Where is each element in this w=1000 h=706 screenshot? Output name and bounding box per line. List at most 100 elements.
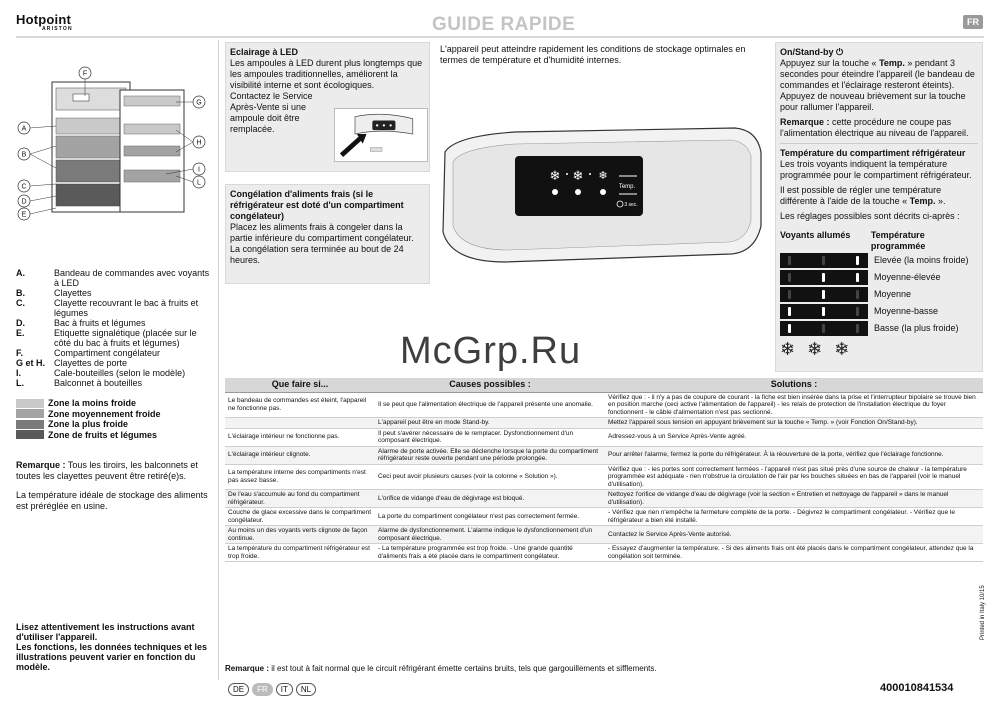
indicator-led bbox=[788, 272, 791, 282]
language-selector: DE FR IT NL bbox=[228, 683, 317, 696]
section-title: Eclairage à LED bbox=[230, 47, 299, 57]
settings-row: Basse (la plus froide) bbox=[780, 320, 978, 336]
table-cell: Contactez le Service Après-Vente autoris… bbox=[605, 525, 983, 544]
table-cell: L'éclairage intérieur ne fonctionne pas. bbox=[225, 428, 375, 447]
table-row: Au moins un des voyants verts clignote d… bbox=[225, 525, 983, 544]
indicator-lights bbox=[780, 286, 868, 302]
table-cell: La température interne des compartiments… bbox=[225, 464, 375, 490]
header-divider bbox=[16, 36, 984, 38]
table-cell: Alarme de dysfonctionnement. L'alarme in… bbox=[375, 525, 605, 544]
indicator-led bbox=[822, 255, 825, 265]
onstandby-title: On/Stand-by ⏻ bbox=[780, 47, 844, 57]
column-header: Solutions : bbox=[605, 378, 983, 393]
table-cell: Alarme de porte activée. Elle se déclenc… bbox=[375, 446, 605, 465]
list-item: F.Compartiment congélateur bbox=[16, 348, 161, 358]
table-cell: Nettoyez l'orifice de vidange d'eau de d… bbox=[605, 489, 983, 508]
table-cell: L'orifice de vidange d'eau de dégivrage … bbox=[375, 489, 605, 508]
table-cell: Le bandeau de commandes est éteint, l'ap… bbox=[225, 392, 375, 418]
indicator-led bbox=[856, 306, 859, 316]
table-cell: De l'eau s'accumule au fond du compartim… bbox=[225, 489, 375, 508]
right-info-box: On/Stand-by ⏻ Appuyez sur la touche « Te… bbox=[775, 42, 983, 372]
diagram-label: H bbox=[196, 140, 201, 147]
list-item: L.Balconnet à bouteilles bbox=[16, 378, 143, 388]
diagram-label: G bbox=[196, 100, 201, 107]
indicator-led bbox=[856, 255, 859, 265]
settings-row: Elevée (la moins froide) bbox=[780, 252, 978, 268]
indicator-led bbox=[822, 272, 825, 282]
noise-remark: Remarque : il est tout à fait normal que… bbox=[225, 664, 657, 673]
indicator-lights bbox=[780, 269, 868, 285]
language-pill: FR bbox=[252, 683, 273, 696]
indicator-lights bbox=[780, 303, 868, 319]
indicator-led bbox=[788, 323, 791, 333]
zone-swatch bbox=[16, 409, 44, 418]
diagram-label: A bbox=[22, 126, 27, 133]
snowflake-icon: ❄ bbox=[834, 339, 850, 359]
list-item: C.Clayette recouvrant le bac à fruits et… bbox=[16, 298, 199, 318]
table-cell: Pour arrêter l'alarme, fermez la porte d… bbox=[605, 446, 983, 465]
table-cell: Au moins un des voyants verts clignote d… bbox=[225, 525, 375, 544]
table-cell: Vérifiez que : - il n'y a pas de coupure… bbox=[605, 392, 983, 418]
indicator-led bbox=[788, 255, 791, 265]
zone-legend: Zone la moins froide Zone moyennement fr… bbox=[16, 398, 161, 440]
diagram-label: I bbox=[198, 167, 200, 174]
led-lamp-illustration bbox=[334, 108, 428, 162]
fridge-temp-title: Température du compartiment réfrigérateu… bbox=[780, 148, 966, 158]
indicator-lights bbox=[780, 252, 868, 268]
diagram-label: L bbox=[197, 180, 201, 187]
snowflake-icon: ❄ bbox=[807, 339, 823, 359]
settings-row: Moyenne bbox=[780, 286, 978, 302]
section-title: Congélation d'aliments frais (si le réfr… bbox=[230, 189, 404, 221]
control-panel-illustration: ❄ ❄ ❄ Temp. 3 sec. bbox=[442, 127, 762, 263]
document-code: 400010841534 bbox=[880, 682, 954, 694]
table-row: L'appareil peut être en mode Stand-by.Me… bbox=[225, 417, 983, 429]
power-icon bbox=[616, 200, 624, 208]
zone-item: Zone la moins froide bbox=[16, 398, 161, 408]
settings-label: Elevée (la moins froide) bbox=[874, 254, 969, 265]
zone-item: Zone la plus froide bbox=[16, 419, 161, 429]
indicator-led bbox=[822, 323, 825, 333]
list-item: E.Etiquette signalétique (placée sur le … bbox=[16, 328, 197, 348]
column-header: Causes possibles : bbox=[375, 378, 605, 393]
table-cell: L'appareil peut être en mode Stand-by. bbox=[375, 417, 605, 429]
settings-row: Moyenne-basse bbox=[780, 303, 978, 319]
table-cell: Mettez l'appareil sous tension en appuya… bbox=[605, 417, 983, 429]
brand-name: Hotpoint bbox=[16, 12, 72, 27]
list-item: D.Bac à fruits et légumes bbox=[16, 318, 146, 328]
settings-label: Basse (la plus froide) bbox=[874, 322, 959, 333]
table-row: L'éclairage intérieur ne fonctionne pas.… bbox=[225, 428, 983, 447]
table-row: L'éclairage intérieur clignote.Alarme de… bbox=[225, 446, 983, 465]
column-header: Que faire si... bbox=[225, 378, 375, 393]
svg-text:❄: ❄ bbox=[573, 169, 584, 184]
zone-swatch bbox=[16, 419, 44, 429]
printed-note: Printed in Italy 10/15 bbox=[980, 585, 986, 640]
list-item: B.Clayettes bbox=[16, 288, 92, 298]
diagram-label: C bbox=[21, 184, 26, 191]
shelves-remark: Remarque : Tous les tiroirs, les balconn… bbox=[16, 460, 198, 481]
table-cell: La température du compartiment réfrigéra… bbox=[225, 543, 375, 562]
indicator-led bbox=[788, 306, 791, 316]
table-cell: Il se peut que l'alimentation électrique… bbox=[375, 392, 605, 418]
troubleshooting-table: Que faire si... Causes possibles : Solut… bbox=[225, 378, 983, 562]
list-item: G et H.Clayettes de porte bbox=[16, 358, 128, 368]
table-cell: Adressez-vous à un Service Après-Vente a… bbox=[605, 428, 983, 447]
indicator-led bbox=[822, 306, 825, 316]
temp-note: La température idéale de stockage des al… bbox=[16, 490, 208, 511]
indicator-led bbox=[856, 289, 859, 299]
table-cell: La porte du compartiment congélateur n'e… bbox=[375, 507, 605, 526]
table-cell: - Vérifiez que rien n'empêche la fermetu… bbox=[605, 507, 983, 526]
table-row: Couche de glace excessive dans le compar… bbox=[225, 507, 983, 526]
table-row: De l'eau s'accumule au fond du compartim… bbox=[225, 489, 983, 508]
snowflake-icon: ❄ bbox=[780, 339, 796, 359]
brand-logo: Hotpoint ARISTON bbox=[16, 12, 73, 32]
diagram-label: D bbox=[21, 199, 26, 206]
indicator-led bbox=[788, 289, 791, 299]
table-cell bbox=[225, 417, 375, 429]
intro-text: L'appareil peut atteindre rapidement les… bbox=[440, 44, 746, 65]
diagram-label: F bbox=[83, 71, 87, 78]
settings-table-header: Voyants allumés Température programmée bbox=[780, 230, 926, 251]
list-item: A.Bandeau de commandes avec voyants à LE… bbox=[16, 268, 210, 288]
list-item: I.Cale-bouteilles (selon le modèle) bbox=[16, 368, 186, 378]
power-icon: ⏻ bbox=[836, 47, 844, 57]
